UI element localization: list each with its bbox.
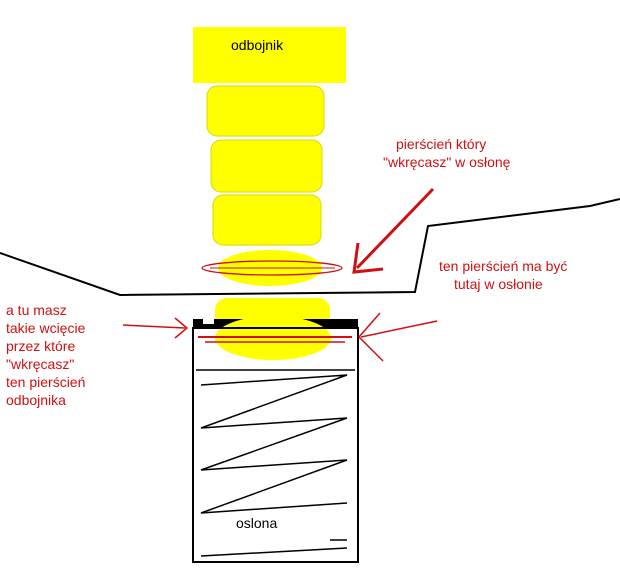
callout-ring-screwed-line-2: "wkręcasz" w osłonę xyxy=(383,154,511,170)
callout-ring-here-line-2: tutaj w osłonie xyxy=(454,276,543,292)
arrow-right-shaft xyxy=(360,320,438,338)
arrow-left-head xyxy=(174,317,189,339)
body-outline xyxy=(0,198,620,297)
callout-ring-here-line-1: ten pierścień ma być xyxy=(439,258,567,274)
callout-cutout-line-2: takie wcięcie xyxy=(6,320,86,336)
bumper-segment-3 xyxy=(212,194,322,246)
bumper-segment-2 xyxy=(210,139,323,193)
cover-cutout xyxy=(203,318,214,324)
callout-cutout-line-3: przez które xyxy=(6,338,75,354)
callout-ring-screwed-line-1: pierścień który xyxy=(396,136,486,152)
arrow-ring-head xyxy=(352,242,384,274)
spring-zigzag xyxy=(200,374,348,514)
callout-cutout-line-1: a tu masz xyxy=(6,302,67,318)
spring-bottom xyxy=(200,547,348,557)
bumper-segment-1 xyxy=(206,85,325,137)
callout-cutout-line-5: ten pierścień xyxy=(6,374,85,390)
bumper-ring-outline xyxy=(201,260,343,276)
arrow-ring-shaft xyxy=(355,187,435,270)
callout-cutout-line-6: odbojnika xyxy=(6,392,66,408)
arrow-left-shaft xyxy=(122,324,186,329)
bumper-top-block xyxy=(193,27,346,83)
arrow-right-head xyxy=(357,312,384,362)
label-cover: oslona xyxy=(236,515,277,531)
callout-cutout-line-4: "wkręcasz" xyxy=(6,356,74,372)
label-bumper: odbojnik xyxy=(231,37,284,53)
cover-body xyxy=(192,327,359,563)
